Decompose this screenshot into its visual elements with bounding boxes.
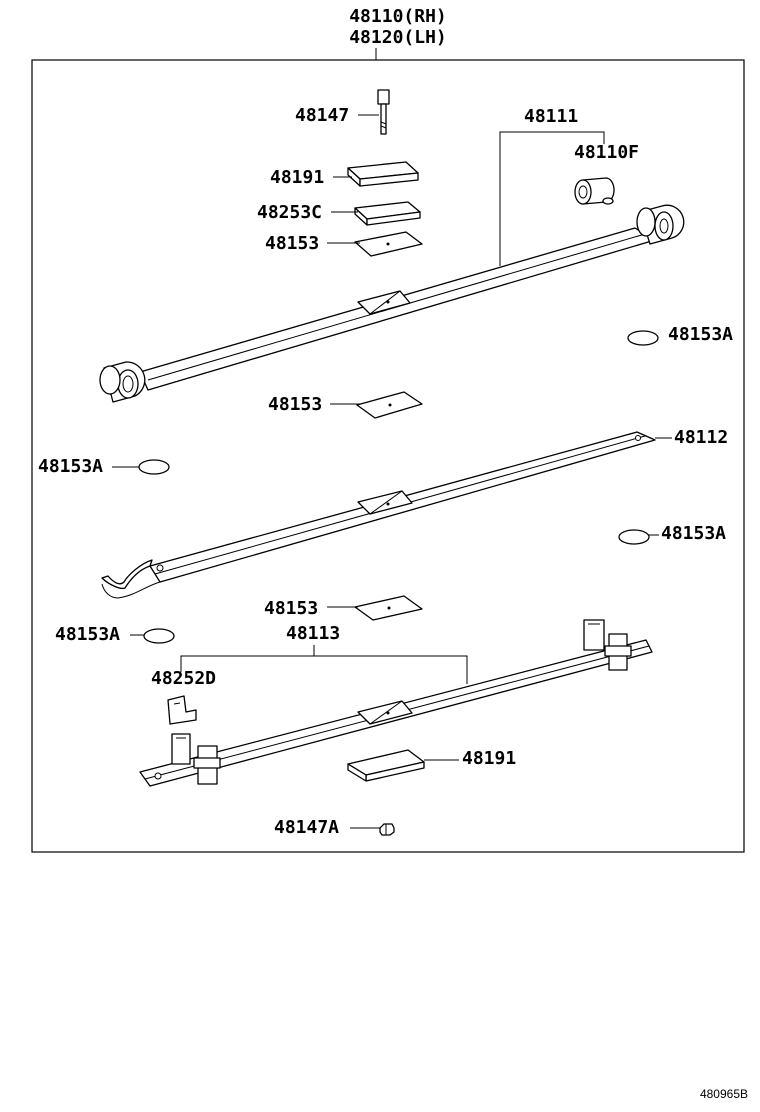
label-48191-bottom: 48191 (462, 748, 516, 769)
main-leaf-spring (99, 204, 685, 403)
assembly-label-lh: 48120(LH) (349, 27, 447, 48)
label-48153-top: 48153 (265, 233, 319, 254)
silencer-disc-right-upper (627, 330, 659, 346)
label-48147A: 48147A (274, 817, 339, 838)
second-leaf-spring (101, 431, 656, 599)
label-48153A-left-upper: 48153A (38, 456, 103, 477)
leader-48113 (180, 655, 468, 684)
center-bolt-nut (379, 823, 395, 836)
label-48153A-right-upper: 48153A (668, 324, 733, 345)
assembly-label-rh: 48110(RH) (349, 6, 447, 27)
silencer-disc-right-lower (618, 529, 650, 545)
label-48253C: 48253C (257, 202, 322, 223)
diagram-frame (31, 59, 745, 853)
label-48252D: 48252D (151, 668, 216, 689)
figure-code: 480965B (700, 1087, 748, 1101)
label-48147: 48147 (295, 105, 349, 126)
label-48153A-right-lower: 48153A (661, 523, 726, 544)
spring-insert-top (354, 231, 423, 257)
label-48191-top: 48191 (270, 167, 324, 188)
label-48112: 48112 (674, 427, 728, 448)
silencer-disc-left-lower (143, 628, 175, 644)
center-bolt (377, 89, 390, 135)
spring-insert-lower (354, 595, 423, 621)
label-48153A-left-lower: 48153A (55, 624, 120, 645)
spring-pad-top (347, 161, 419, 187)
label-48111: 48111 (524, 106, 578, 127)
label-48153-middle: 48153 (268, 394, 322, 415)
silencer-disc-left-upper (138, 459, 170, 475)
leader-48111 (499, 131, 605, 266)
spring-plate (354, 201, 421, 226)
label-48153-lower: 48153 (264, 598, 318, 619)
spring-insert-middle (356, 391, 423, 419)
label-48110F: 48110F (574, 142, 639, 163)
spring-bushing (574, 177, 615, 205)
label-48113: 48113 (286, 623, 340, 644)
spring-pad-bottom (347, 749, 425, 782)
third-leaf-spring (139, 619, 653, 787)
spring-clip (167, 695, 197, 725)
